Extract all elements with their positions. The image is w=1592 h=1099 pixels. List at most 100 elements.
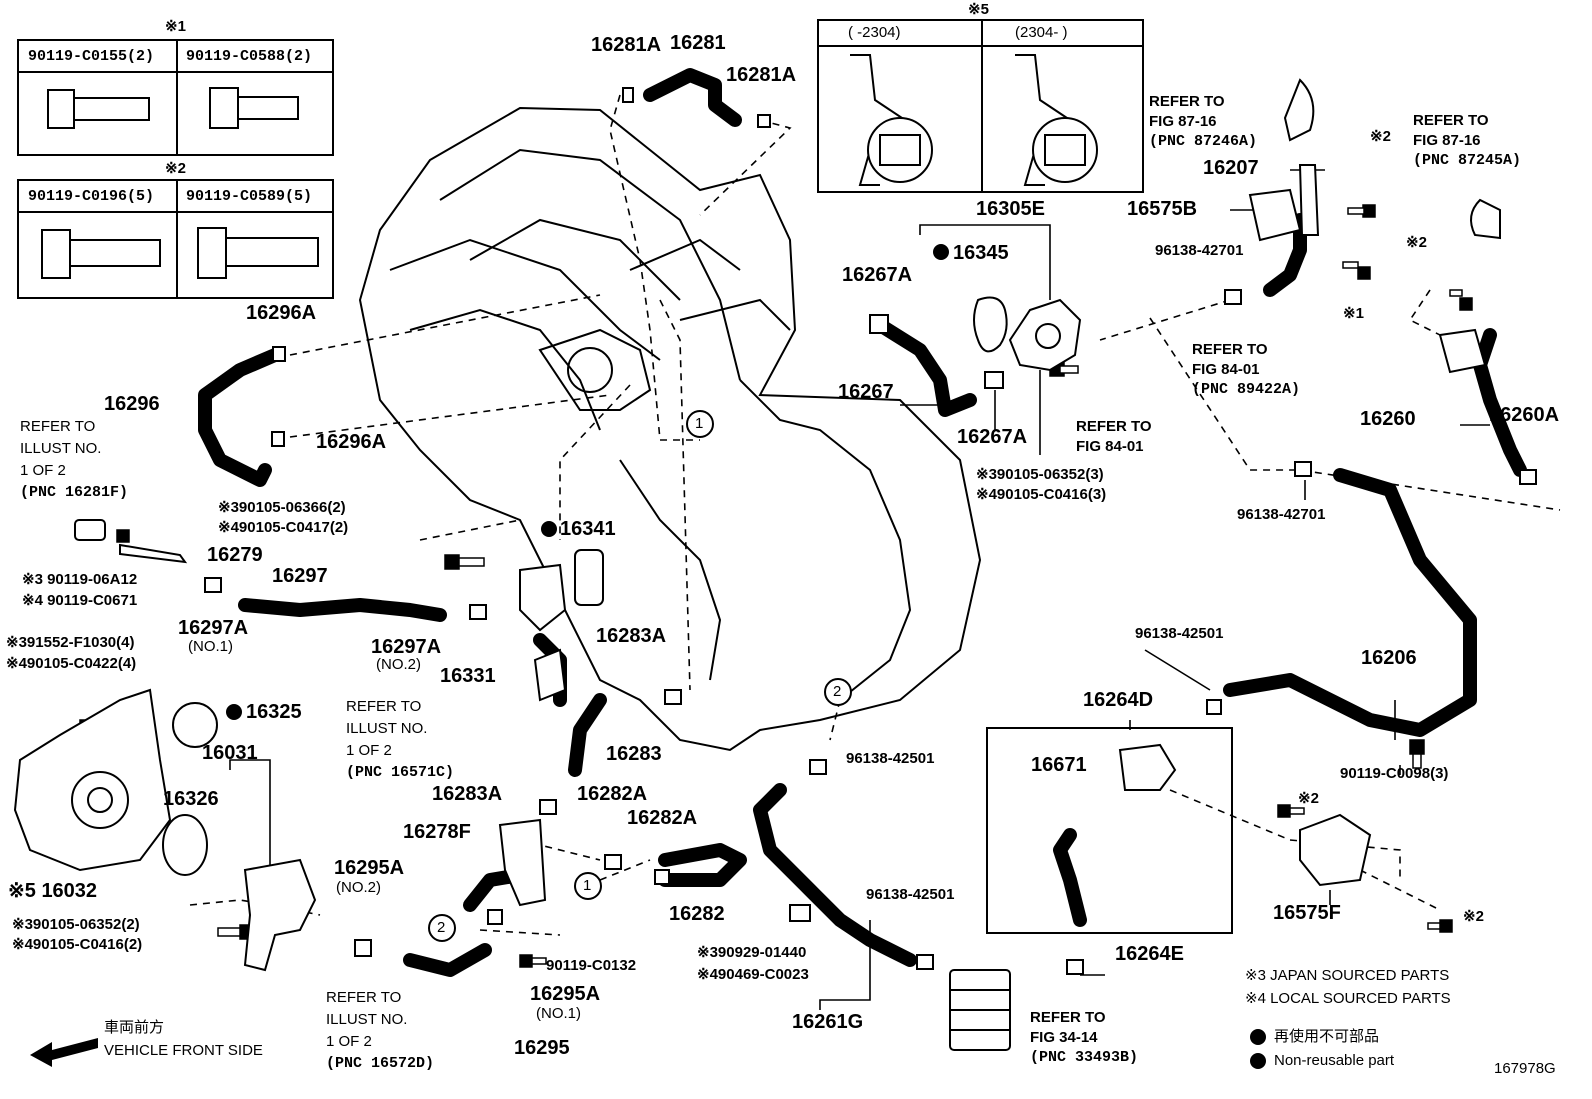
bolt-note: ※3 90119-06A12 [22, 571, 138, 588]
bolt-note: ※390105-06352(2) [12, 916, 140, 933]
part-96138-42501: 96138-42501 [846, 750, 935, 767]
variant-box-mark: ※5 [968, 1, 989, 18]
part-16261G: 16261G [792, 1011, 864, 1033]
part-16267: 16267 [838, 381, 894, 403]
callout-1-b [574, 872, 602, 900]
part-16282A: 16282A [627, 807, 698, 829]
part-16279: 16279 [207, 544, 263, 566]
bolt-note: ※4 90119-C0671 [22, 592, 138, 609]
part-16295A-no1: 16295A [530, 983, 601, 1005]
part-16032: ※5 16032 [8, 880, 98, 902]
legend-local-sourced: ※4 LOCAL SOURCED PARTS [1245, 990, 1451, 1007]
part-16325: 16325 [246, 701, 302, 723]
bolt-note: ※490105-C0417(2) [218, 519, 349, 536]
part-96138-42501: 96138-42501 [866, 886, 955, 903]
part-16331: 16331 [440, 665, 496, 687]
table2-col1: 90119-C0196(5) [28, 188, 155, 205]
mark-2: ※2 [1370, 128, 1391, 145]
callout-2-a [824, 678, 852, 706]
part-16206: 16206 [1361, 647, 1417, 669]
table2-mark: ※2 [165, 160, 186, 177]
part-96138-42701: 96138-42701 [1237, 506, 1326, 523]
part-16297A-no2-sub: (NO.2) [376, 656, 421, 673]
part-16264D: 16264D [1083, 689, 1154, 711]
part-16031: 16031 [202, 742, 258, 764]
assembly-16264D-frame [986, 727, 1233, 934]
vehicle-front-jp: 車両前方 [104, 1019, 165, 1036]
mark-2: ※2 [1298, 790, 1319, 807]
part-16341: 16341 [560, 518, 616, 540]
part-16297A-no1-sub: (NO.1) [188, 638, 233, 655]
part-16295A-no1-sub: (NO.1) [536, 1005, 581, 1022]
table1-col1: 90119-C0155(2) [28, 48, 155, 65]
part-16575B: 16575B [1127, 198, 1198, 220]
table1-col2: 90119-C0588(2) [186, 48, 313, 65]
bolt-note: ※391552-F1030(4) [6, 634, 135, 651]
bolt-note: ※390929-01440 [697, 944, 807, 961]
part-16281: 16281 [670, 32, 726, 54]
part-16207: 16207 [1203, 157, 1259, 179]
bolt-note: ※490105-C0416(2) [12, 936, 143, 953]
legend-japan-sourced: ※3 JAPAN SOURCED PARTS [1245, 967, 1450, 984]
part-16296A: 16296A [316, 431, 387, 453]
part-16295A-no2: 16295A [334, 857, 405, 879]
part-16305E: 16305E [976, 198, 1045, 220]
part-16575F: 16575F [1273, 902, 1341, 924]
bolt-note: ※390105-06352(3) [976, 466, 1104, 483]
table2-frame [17, 179, 334, 299]
part-16278F: 16278F [403, 821, 471, 843]
part-16267A: 16267A [842, 264, 913, 286]
callout-1-a [686, 410, 714, 438]
callout-2-a-label: 2 [833, 683, 842, 700]
part-16283A: 16283A [432, 783, 503, 805]
mark-2: ※2 [1463, 908, 1484, 925]
part-16296A: 16296A [246, 302, 317, 324]
part-16260A: 16260A [1489, 404, 1560, 426]
bolt-note: ※390105-06366(2) [218, 499, 346, 516]
table1-frame [17, 39, 334, 156]
bolt-note: ※490469-C0023 [697, 966, 809, 983]
part-16283: 16283 [606, 743, 662, 765]
part-16281A: 16281A [726, 64, 797, 86]
vehicle-front-arrow [30, 1038, 98, 1067]
part-90119-C0132: 90119-C0132 [546, 957, 637, 974]
engine-outline [358, 106, 982, 752]
variant-box-frame [817, 19, 1144, 193]
variant-right-header: (2304- ) [1015, 24, 1068, 41]
bolt-note: ※490105-C0416(3) [976, 486, 1107, 503]
callout-2-b-label: 2 [437, 919, 446, 936]
callout-2-b [428, 914, 456, 942]
part-90119-C0098: 90119-C0098(3) [1340, 765, 1449, 782]
legend-nonreusable-en: Non-reusable part [1274, 1052, 1395, 1069]
part-16282: 16282 [669, 903, 725, 925]
part-96138-42501: 96138-42501 [1135, 625, 1224, 642]
vehicle-front-en: VEHICLE FRONT SIDE [104, 1042, 263, 1059]
bolt-note: ※490105-C0422(4) [6, 655, 137, 672]
part-16282A: 16282A [577, 783, 648, 805]
part-16281A: 16281A [591, 34, 662, 56]
part-16296: 16296 [104, 393, 160, 415]
legend-nonreusable-jp: 再使用不可部品 [1274, 1028, 1380, 1045]
part-16297A-no1: 16297A [178, 617, 249, 639]
variant-left-header: ( -2304) [848, 24, 901, 41]
mark-1: ※1 [1343, 305, 1364, 322]
part-96138-42701: 96138-42701 [1155, 242, 1244, 259]
callout-1-a-label: 1 [695, 415, 704, 432]
table1-mark: ※1 [165, 18, 186, 35]
part-16295A-no2-sub: (NO.2) [336, 879, 381, 896]
part-16297: 16297 [272, 565, 328, 587]
part-16671: 16671 [1031, 754, 1087, 776]
part-16264E: 16264E [1115, 943, 1184, 965]
part-16260: 16260 [1360, 408, 1416, 430]
callout-1-b-label: 1 [583, 877, 592, 894]
part-16326: 16326 [163, 788, 219, 810]
part-16267A: 16267A [957, 426, 1028, 448]
